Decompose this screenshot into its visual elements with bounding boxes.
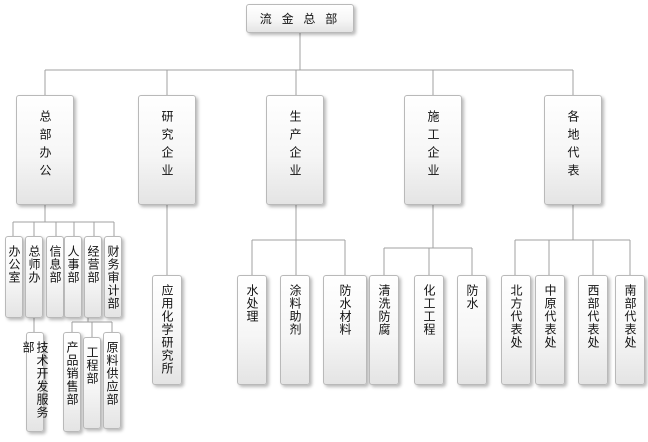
unit-tech-service-dept: 技术开发服务部 [21, 332, 49, 432]
unit-applied-chem-institute: 应用化学研究所 [152, 275, 182, 385]
unit-waterproofing: 防水 [457, 275, 487, 385]
unit-south-office: 南部代表处 [615, 275, 645, 385]
unit-west-office: 西部代表处 [578, 275, 608, 385]
unit-info-dept: 信息部 [46, 236, 64, 318]
dept-general-office: 总部办公 [16, 95, 74, 205]
unit-engineering-dept: 工程部 [83, 337, 101, 429]
unit-coating-aids: 涂料助剂 [280, 275, 310, 385]
unit-business-dept: 经营部 [84, 236, 102, 318]
unit-hr-dept: 人事部 [64, 236, 82, 318]
dept-construction: 施工企业 [404, 95, 462, 205]
unit-cleaning-anticorrosion: 清洗防腐 [369, 275, 399, 385]
unit-chem-engineering: 化工工程 [414, 275, 444, 385]
unit-admin-office: 办公室 [5, 236, 23, 318]
dept-regional: 各地代表 [544, 95, 602, 205]
unit-finance-audit-dept: 财务审计部 [104, 236, 122, 318]
dept-research: 研究企业 [138, 95, 196, 205]
unit-product-sales-dept: 产品销售部 [63, 332, 81, 432]
dept-production: 生产企业 [266, 95, 324, 205]
unit-water-treatment: 水处理 [237, 275, 267, 385]
root-node: 流 金 总 部 [246, 4, 354, 33]
unit-central-office: 中原代表处 [535, 275, 565, 385]
unit-president-office: 总师办 [25, 236, 43, 318]
unit-north-office: 北方代表处 [501, 275, 531, 385]
unit-waterproof-materials: 防水材料 [323, 275, 367, 385]
unit-material-supply-dept: 原料供应部 [103, 332, 121, 429]
